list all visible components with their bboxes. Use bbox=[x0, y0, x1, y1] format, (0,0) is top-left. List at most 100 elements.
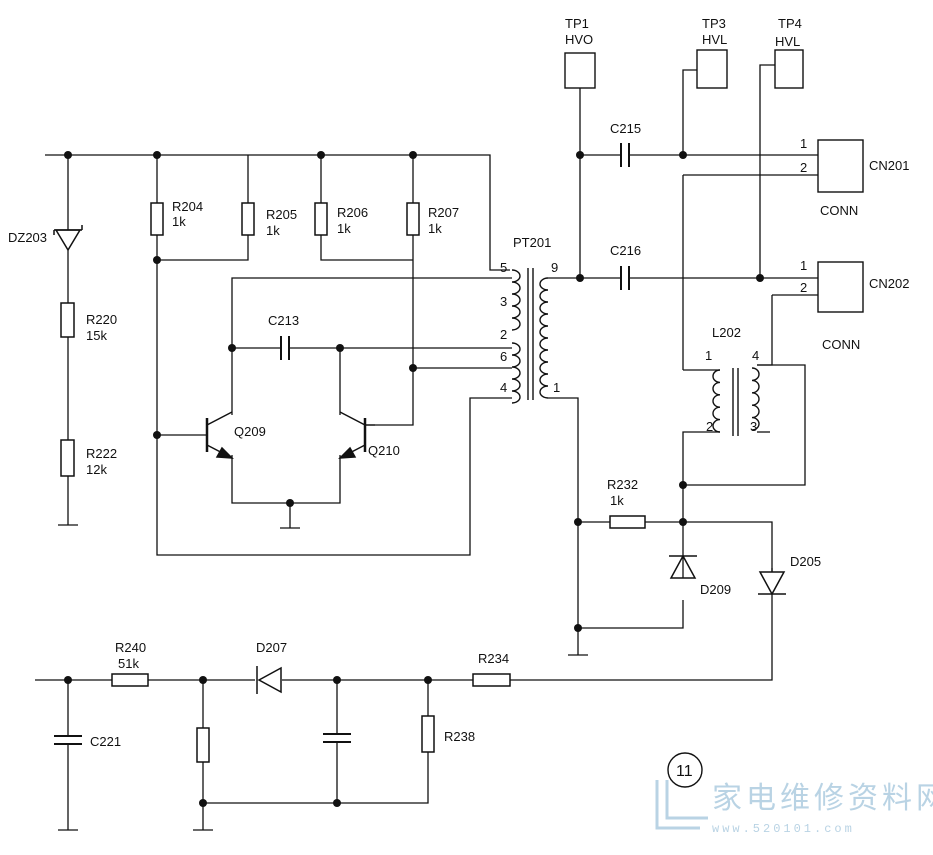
resistor-r238 bbox=[421, 715, 435, 753]
pin-pt201-6: 6 bbox=[500, 349, 507, 364]
junctions bbox=[64, 151, 764, 807]
pin-cn202-2: 2 bbox=[800, 280, 807, 295]
resistor-r207 bbox=[406, 202, 420, 236]
capacitor-c215 bbox=[620, 143, 630, 167]
inductor-l202 bbox=[712, 367, 760, 436]
capacitors bbox=[54, 143, 630, 745]
label-c216: C216 bbox=[610, 243, 641, 258]
pin-pt201-5: 5 bbox=[500, 260, 507, 275]
pin-pt201-9: 9 bbox=[551, 260, 558, 275]
label-c215: C215 bbox=[610, 121, 641, 136]
label-q209: Q209 bbox=[234, 424, 266, 439]
watermark: 家电维修资料网 www.520101.com bbox=[655, 780, 933, 836]
label-r238: R238 bbox=[444, 729, 475, 744]
label-d209: D209 bbox=[700, 582, 731, 597]
wire bbox=[203, 752, 429, 804]
resistor-r220 bbox=[60, 302, 75, 338]
test-point-tp3 bbox=[696, 49, 728, 89]
net-tp3: HVL bbox=[702, 32, 727, 47]
net-tp4: HVL bbox=[775, 34, 800, 49]
test-point-tp4 bbox=[774, 49, 804, 89]
pin-cn202-1: 1 bbox=[800, 258, 807, 273]
pin-l202-3: 3 bbox=[750, 419, 757, 434]
pin-pt201-1: 1 bbox=[553, 380, 560, 395]
value-r232: 1k bbox=[610, 493, 624, 508]
label-q210: Q210 bbox=[368, 443, 400, 458]
label-cn202: CN202 bbox=[869, 276, 909, 291]
value-r240: 51k bbox=[118, 656, 139, 671]
label-dz203: DZ203 bbox=[8, 230, 47, 245]
label-r205: R205 bbox=[266, 207, 297, 222]
resistor-unlabeled bbox=[196, 727, 210, 763]
capacitor-c216 bbox=[620, 266, 630, 290]
resistor-r205 bbox=[241, 202, 255, 236]
type-cn201: CONN bbox=[820, 203, 858, 218]
resistor-r222 bbox=[60, 439, 75, 477]
capacitor-c213 bbox=[280, 336, 290, 360]
wire bbox=[759, 64, 775, 278]
label-tp1: TP1 bbox=[565, 16, 589, 31]
value-r206: 1k bbox=[337, 221, 351, 236]
label-r206: R206 bbox=[337, 205, 368, 220]
net-tp1: HVO bbox=[565, 32, 593, 47]
value-r222: 12k bbox=[86, 462, 107, 477]
pin-cn201-2: 2 bbox=[800, 160, 807, 175]
label-r240: R240 bbox=[115, 640, 146, 655]
resistor-r240 bbox=[111, 673, 149, 687]
wire bbox=[156, 235, 512, 556]
transistor-q209 bbox=[205, 411, 234, 459]
wire bbox=[683, 364, 806, 486]
pin-l202-2: 2 bbox=[706, 419, 713, 434]
wire bbox=[757, 295, 773, 366]
diode-d207 bbox=[256, 666, 282, 694]
value-r220: 15k bbox=[86, 328, 107, 343]
labels: DZ203 R220 15k R222 12k R204 1k R205 1k … bbox=[8, 16, 909, 749]
wire bbox=[375, 235, 414, 426]
resistor-r234 bbox=[472, 673, 511, 687]
label-c213: C213 bbox=[268, 313, 299, 328]
wire bbox=[682, 69, 697, 155]
resistors bbox=[60, 202, 646, 763]
label-r232: R232 bbox=[607, 477, 638, 492]
label-r220: R220 bbox=[86, 312, 117, 327]
value-r205: 1k bbox=[266, 223, 280, 238]
wire bbox=[45, 154, 510, 271]
label-d205: D205 bbox=[790, 554, 821, 569]
value-r204: 1k bbox=[172, 214, 186, 229]
type-cn202: CONN bbox=[822, 337, 860, 352]
pin-cn201-1: 1 bbox=[800, 136, 807, 151]
connectors bbox=[564, 49, 864, 313]
page-marker-number: 11 bbox=[676, 763, 693, 780]
pin-l202-4: 4 bbox=[752, 348, 759, 363]
wire bbox=[682, 431, 720, 485]
diode-d205 bbox=[758, 568, 786, 596]
resistor-r204 bbox=[150, 202, 164, 236]
label-c221: C221 bbox=[90, 734, 121, 749]
pin-pt201-4: 4 bbox=[500, 380, 507, 395]
watermark-logo bbox=[655, 780, 708, 830]
capacitor-unlabeled bbox=[323, 733, 351, 743]
label-r207: R207 bbox=[428, 205, 459, 220]
wire bbox=[320, 235, 413, 261]
resistor-r206 bbox=[314, 202, 328, 236]
capacitor-c221 bbox=[54, 735, 82, 745]
diode-d209 bbox=[669, 554, 697, 579]
label-r204: R204 bbox=[172, 199, 203, 214]
connector-cn201 bbox=[817, 139, 864, 193]
zener-diode-dz203 bbox=[53, 225, 83, 252]
wire bbox=[510, 594, 773, 681]
pin-l202-1: 1 bbox=[705, 348, 712, 363]
resistor-r232 bbox=[609, 515, 646, 529]
transformer-pt201 bbox=[511, 268, 549, 404]
pin-pt201-2: 2 bbox=[500, 327, 507, 342]
wire bbox=[548, 397, 684, 629]
value-r207: 1k bbox=[428, 221, 442, 236]
wire bbox=[231, 455, 341, 504]
wires bbox=[35, 64, 818, 831]
label-r234: R234 bbox=[478, 651, 509, 666]
label-tp4: TP4 bbox=[778, 16, 802, 31]
wire bbox=[683, 521, 773, 568]
page-marker: 11 bbox=[667, 752, 703, 788]
label-tp3: TP3 bbox=[702, 16, 726, 31]
